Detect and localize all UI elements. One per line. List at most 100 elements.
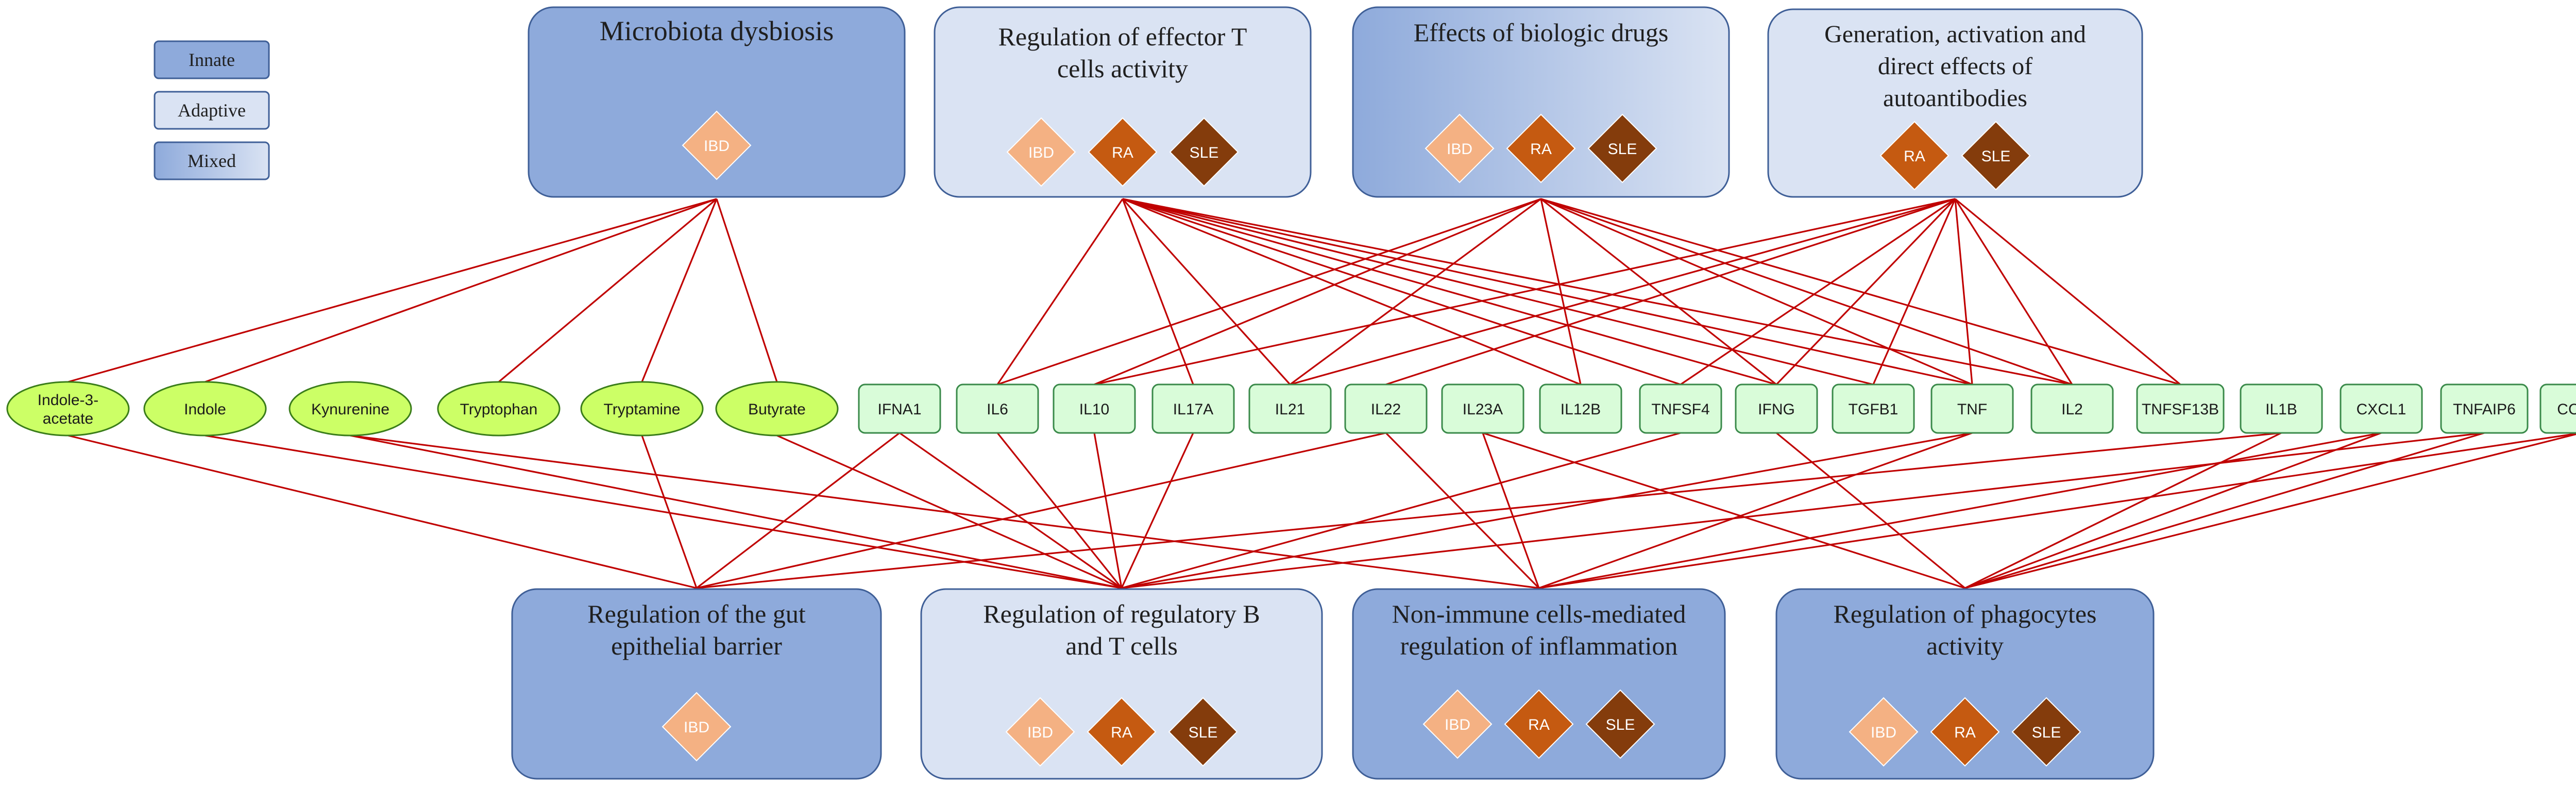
- edge-biologic-il2: [1540, 198, 2073, 386]
- gene-box: [1053, 383, 1136, 434]
- disease-sle-diamond: SLE: [1168, 697, 1238, 767]
- gene-il23a: IL23A: [1441, 383, 1524, 434]
- disease-ra-diamond: RA: [1504, 689, 1574, 759]
- disease-label: IBD: [1445, 716, 1470, 733]
- category-title-line: Regulation of regulatory B: [983, 599, 1260, 628]
- disease-label: SLE: [1189, 724, 1218, 741]
- edge-effectort-ifng: [1122, 198, 1777, 386]
- legend-item-mixed: Mixed: [154, 141, 270, 180]
- edge-tnfaip6-regbt: [1121, 432, 2485, 589]
- disease-label: RA: [1530, 141, 1552, 158]
- disease-label: RA: [1111, 724, 1132, 741]
- diamond-shape: [1930, 697, 2000, 767]
- edge-effectort-tnf: [1122, 198, 1973, 386]
- gene-tnfsf4: TNFSF4: [1639, 383, 1722, 434]
- edge-tnf-nonimmune: [1538, 432, 1973, 589]
- metabolite-ellipse: [580, 381, 704, 437]
- category-title-line: Regulation of the gut: [587, 599, 806, 628]
- gene-box: [1735, 383, 1818, 434]
- diamond-shape: [1088, 117, 1158, 187]
- metabolite-tryptamine: Tryptamine: [580, 381, 704, 437]
- edge-layer: [67, 198, 2576, 589]
- disease-sle-diamond: SLE: [1587, 113, 1657, 183]
- edge-autoab-tnfsf13b: [1954, 198, 2181, 386]
- category-title-line: Generation, activation and: [1824, 21, 2086, 48]
- gene-tnf: TNF: [1930, 383, 2014, 434]
- gene-box: [1539, 383, 1622, 434]
- edge-tnf-regbt: [1121, 432, 1973, 589]
- edge-autoab-il10: [1094, 198, 1956, 386]
- edge-effectort-il17a: [1122, 198, 1194, 385]
- gene-box: [2539, 383, 2576, 434]
- disease-ibd-diamond: IBD: [1425, 113, 1495, 183]
- gene-il21: IL21: [1248, 383, 1332, 434]
- edge-biologic-il6: [997, 198, 1541, 386]
- edge-effectort-il12b: [1122, 198, 1581, 386]
- gene-label: IL1B: [2265, 401, 2297, 418]
- gene-label: IL2: [2061, 401, 2083, 418]
- gene-ccl20: CCL20: [2539, 383, 2576, 434]
- disease-label: RA: [1904, 148, 1925, 165]
- disease-sle-diamond: SLE: [2011, 697, 2081, 767]
- diamond-shape: [662, 692, 732, 762]
- metabolite-ellipse: [437, 381, 561, 437]
- disease-label: IBD: [1027, 724, 1053, 741]
- gene-box: [2240, 383, 2323, 434]
- diamond-shape: [1422, 689, 1493, 759]
- edge-autoab-il2: [1954, 198, 2073, 385]
- gene-ifng: IFNG: [1735, 383, 1818, 434]
- legend-label: Adaptive: [178, 100, 246, 121]
- disease-label: IBD: [684, 719, 709, 736]
- edge-autoab-ifng: [1775, 198, 1956, 386]
- disease-label: IBD: [1028, 144, 1054, 161]
- edge-biologic-il12b: [1540, 198, 1582, 385]
- gene-box: [1344, 383, 1428, 434]
- category-title-line: epithelial barrier: [611, 631, 782, 660]
- gene-il6: IL6: [956, 383, 1039, 434]
- gene-box: [1639, 383, 1722, 434]
- gene-box: [1248, 383, 1332, 434]
- category-title-line: Non-immune cells-mediated: [1392, 599, 1686, 628]
- category-title-line: Regulation of phagocytes: [1834, 599, 2097, 628]
- diamond-shape: [1587, 113, 1657, 183]
- diamond-shape: [1169, 117, 1239, 187]
- edge-effectort-il21: [1122, 198, 1291, 386]
- gene-label: TGFB1: [1849, 401, 1899, 418]
- gene-tnfaip6: TNFAIP6: [2440, 383, 2529, 434]
- edge-effectort-il6: [996, 198, 1124, 385]
- diamond-shape: [682, 110, 752, 180]
- gene-il1b: IL1B: [2240, 383, 2323, 434]
- gene-box: [1441, 383, 1524, 434]
- category-title-line: and T cells: [1065, 631, 1178, 660]
- gene-ifna1: IFNA1: [858, 383, 941, 434]
- metabolite-label: Butyrate: [748, 401, 806, 418]
- diamond-shape: [1005, 697, 1075, 767]
- gene-il22: IL22: [1344, 383, 1428, 434]
- edge-il22-gutbarrier: [696, 432, 1386, 589]
- disease-ra-diamond: RA: [1879, 121, 1950, 191]
- edge-biologic-tnfsf13b: [1540, 198, 2181, 386]
- edge-cxcl1-phagocytes: [1964, 432, 2382, 589]
- diamond-shape: [1504, 689, 1574, 759]
- gene-label: IL12B: [1561, 401, 1601, 418]
- edge-tryptamine-gutbarrier: [641, 435, 698, 589]
- category-title-line: direct effects of: [1878, 53, 2032, 80]
- edge-microbiota-indole: [205, 198, 717, 383]
- disease-label: SLE: [1606, 716, 1635, 733]
- metabolite-label: Tryptophan: [460, 401, 538, 418]
- metabolite-indole: Indole: [143, 381, 267, 437]
- category-box: [528, 6, 906, 198]
- category-regBT: Regulation of regulatory B and T cellsIBD…: [920, 588, 1323, 780]
- edge-ccl20-phagocytes: [1964, 433, 2576, 589]
- category-title-line: cells activity: [1057, 54, 1188, 83]
- edge-biologic-il10: [1094, 198, 1541, 386]
- gene-il12b: IL12B: [1539, 383, 1622, 434]
- edge-ifna1-regbt: [899, 432, 1122, 589]
- disease-label: SLE: [1190, 144, 1219, 161]
